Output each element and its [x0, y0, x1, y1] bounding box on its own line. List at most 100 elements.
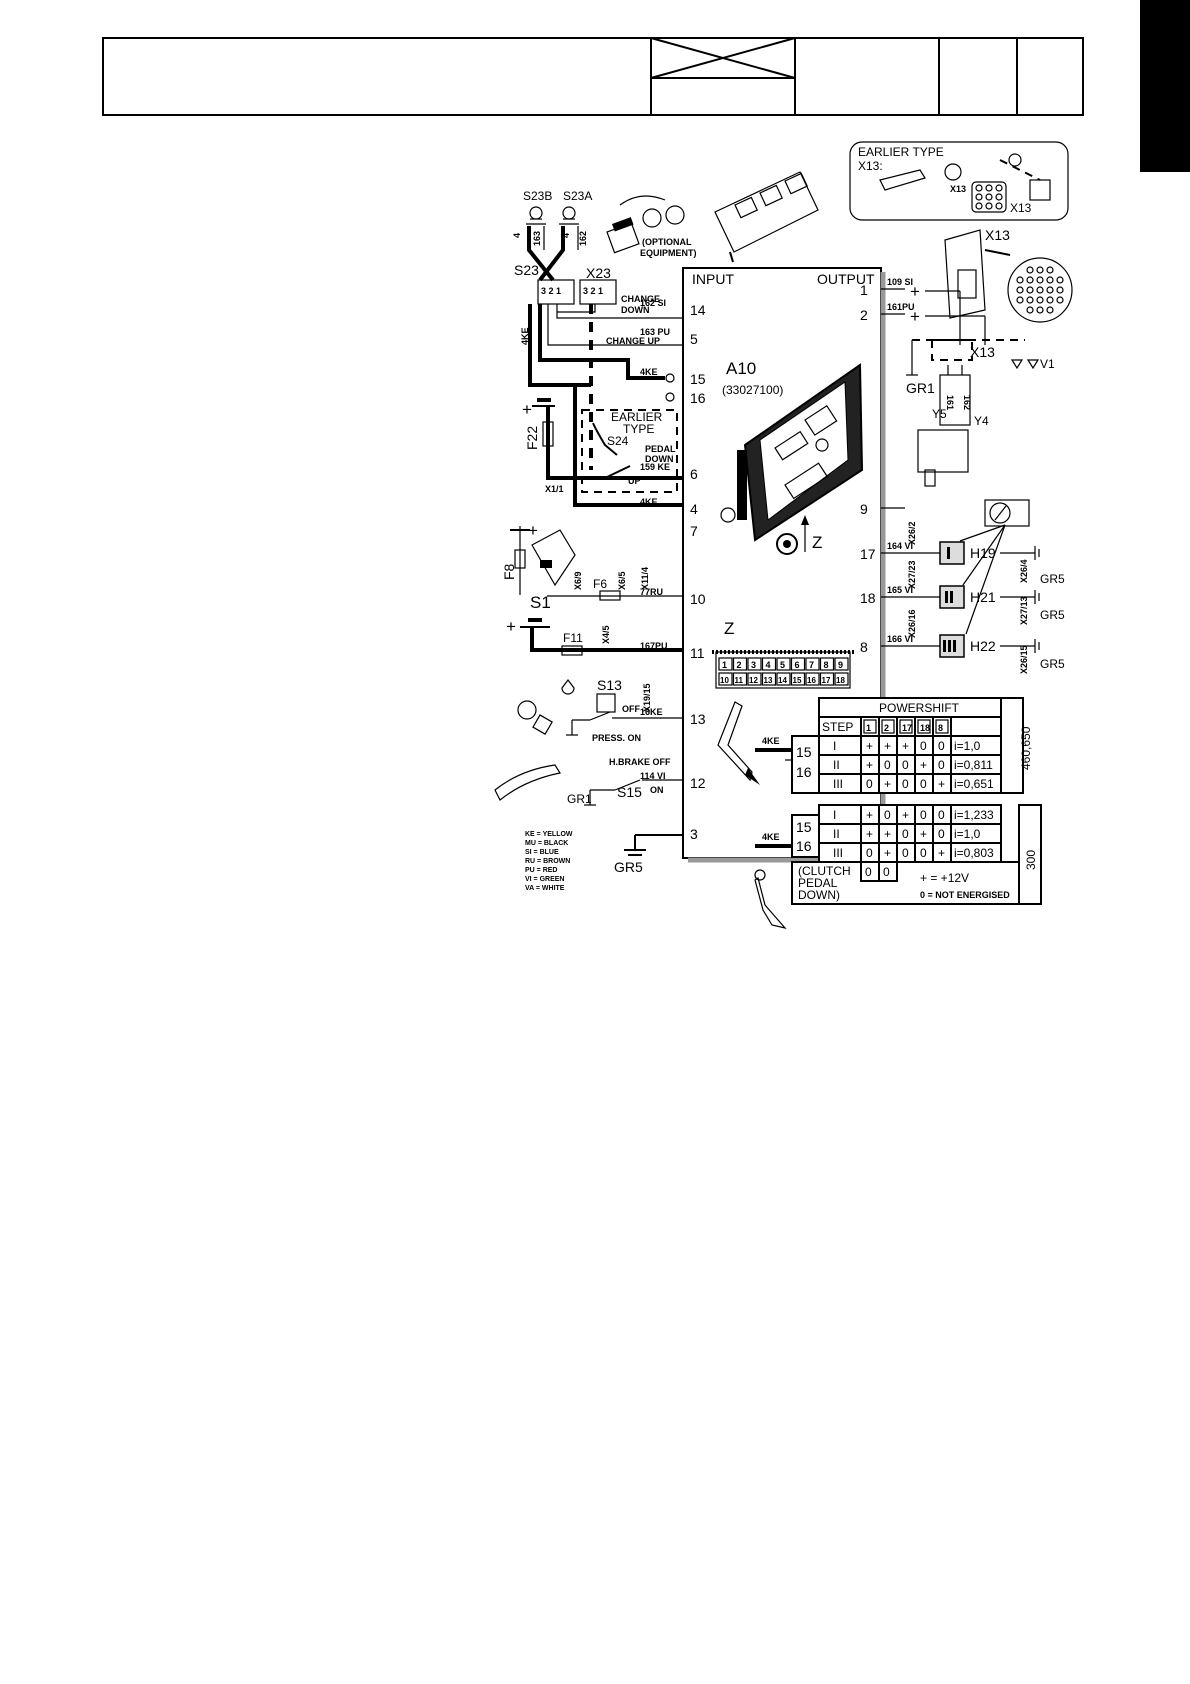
table1-wire: 4KE [762, 736, 780, 746]
table-cell: 0 [866, 846, 873, 860]
output-wire-2: 161PU [887, 302, 915, 312]
plus-note: + = +12V [920, 871, 969, 885]
table-cell: III [833, 846, 843, 860]
table-cell: + [938, 777, 945, 791]
input-pin-13: 13 [690, 711, 706, 727]
up-label: UP [628, 476, 641, 486]
header-table [102, 37, 1084, 116]
legend-item: RU = BROWN [525, 858, 570, 865]
table-cell: 0 [938, 808, 945, 822]
x13-connector: X13 [944, 227, 1073, 323]
table-cell: + [866, 758, 873, 772]
connector-cell-10: 10 [720, 676, 729, 685]
connector-cell-7: 7 [809, 660, 814, 670]
module-part-no: (33027100) [722, 383, 783, 397]
input-pin-14: 14 [690, 302, 706, 318]
input-wire-6: 159 KE [640, 462, 670, 472]
valve-y4-y5: 161 162 Y5 Y4 [917, 365, 989, 487]
x69-label: X6/9 [573, 571, 583, 590]
y4-label: Y4 [974, 414, 989, 428]
lamp-label-h19: H19 [970, 545, 996, 561]
f22-label: F22 [524, 426, 540, 450]
table2-pin: 16 [796, 838, 812, 854]
svg-text:+: + [522, 400, 532, 419]
v1-label: V1 [1040, 357, 1055, 371]
s13-label: S13 [597, 677, 622, 693]
output-wire-1: 109 SI [887, 277, 913, 287]
table-cell: i=0,803 [954, 846, 994, 860]
circuit-board [720, 363, 864, 555]
pedal-label: PEDAL [645, 444, 676, 454]
table-cell: 0 [938, 739, 945, 753]
output-conn-8: X26/16 [907, 609, 917, 638]
change-up-label: CHANGE UP [606, 336, 660, 346]
on-label: ON [650, 785, 664, 795]
right-circuits: EARLIER TYPE X13: X13 X13 X13 + + X [754, 141, 1073, 929]
table-cell: + [884, 846, 891, 860]
connector-cell-17: 17 [822, 676, 831, 685]
earlier-type-box: EARLIER TYPE X13: X13 X13 [849, 141, 1069, 221]
gr1-label: GR1 [567, 792, 592, 806]
table-cell: + [866, 739, 873, 753]
f8-label: F8 [501, 563, 517, 580]
lamp-h19 [939, 541, 965, 565]
connector-cell-2: 2 [737, 660, 742, 670]
connector-cell-14: 14 [778, 676, 787, 685]
s24-label: S24 [607, 434, 629, 448]
input-pin-3: 3 [690, 826, 698, 842]
gr5-label: GR5 [614, 859, 643, 875]
earlier-label: EARLIER [611, 410, 663, 424]
connector-cell-5: 5 [780, 660, 785, 670]
wire-163: 163 [532, 231, 542, 246]
earlier-type-label: EARLIER TYPE [858, 145, 944, 159]
y5-label: Y5 [932, 407, 947, 421]
s15-circuit: H.BRAKE OFF ON S15 GR1 [494, 757, 683, 806]
lamp-label-h21: H21 [970, 589, 996, 605]
x13-colon-label: X13: [858, 159, 883, 173]
output-wire-18: 165 VI [887, 585, 913, 595]
table-cell: + [920, 758, 927, 772]
left-circuits: S23B S23A 4 163 4 162 S23 3 2 1 X23 3 2 … [494, 171, 819, 892]
z-label: Z [812, 533, 822, 552]
table-cell: + [938, 846, 945, 860]
s15-label: S15 [617, 784, 642, 800]
table-cell: 0 [902, 777, 909, 791]
f11-circuit: + F11 X4/5 [506, 617, 683, 656]
clutch-label: DOWN) [798, 888, 840, 902]
clutch-label: PEDAL [798, 876, 838, 890]
table-cell: II [833, 827, 840, 841]
table-header-cell: 18 [920, 723, 930, 733]
x1915-label: X19/15 [642, 683, 652, 712]
svg-text:+: + [910, 282, 920, 301]
connector-cell-12: 12 [749, 676, 758, 685]
table-cell: 0 [884, 758, 891, 772]
connector-cell-16: 16 [807, 676, 816, 685]
x23-label: X23 [586, 265, 611, 281]
output-pin-17: 17 [860, 546, 876, 562]
table-cell: + [884, 777, 891, 791]
table-cell: i=1,0 [954, 739, 981, 753]
table2-wire: 4KE [762, 832, 780, 842]
table-cell: I [833, 808, 836, 822]
type-label: TYPE [623, 422, 654, 436]
table-cell: + [902, 808, 909, 822]
page-tab [1140, 0, 1190, 172]
table-header-cell: 8 [938, 723, 943, 733]
output-pin-8: 8 [860, 639, 868, 655]
optional-label-1: (OPTIONAL [642, 237, 692, 247]
table-cell: II [833, 758, 840, 772]
connector-cell-11: 11 [735, 676, 744, 685]
table-cell: + [902, 739, 909, 753]
output-pin-18: 18 [860, 590, 876, 606]
svg-text:+: + [910, 307, 920, 326]
gr1b-label: GR1 [906, 380, 935, 396]
input-wire-15: 4KE [640, 367, 658, 377]
input-wire-10: 77RU [640, 587, 663, 597]
legend-item: KE = YELLOW [525, 831, 573, 838]
input-pin-16: 16 [690, 390, 706, 406]
table-cell: i=1,0 [954, 827, 981, 841]
table-cell: i=0,811 [954, 758, 993, 772]
